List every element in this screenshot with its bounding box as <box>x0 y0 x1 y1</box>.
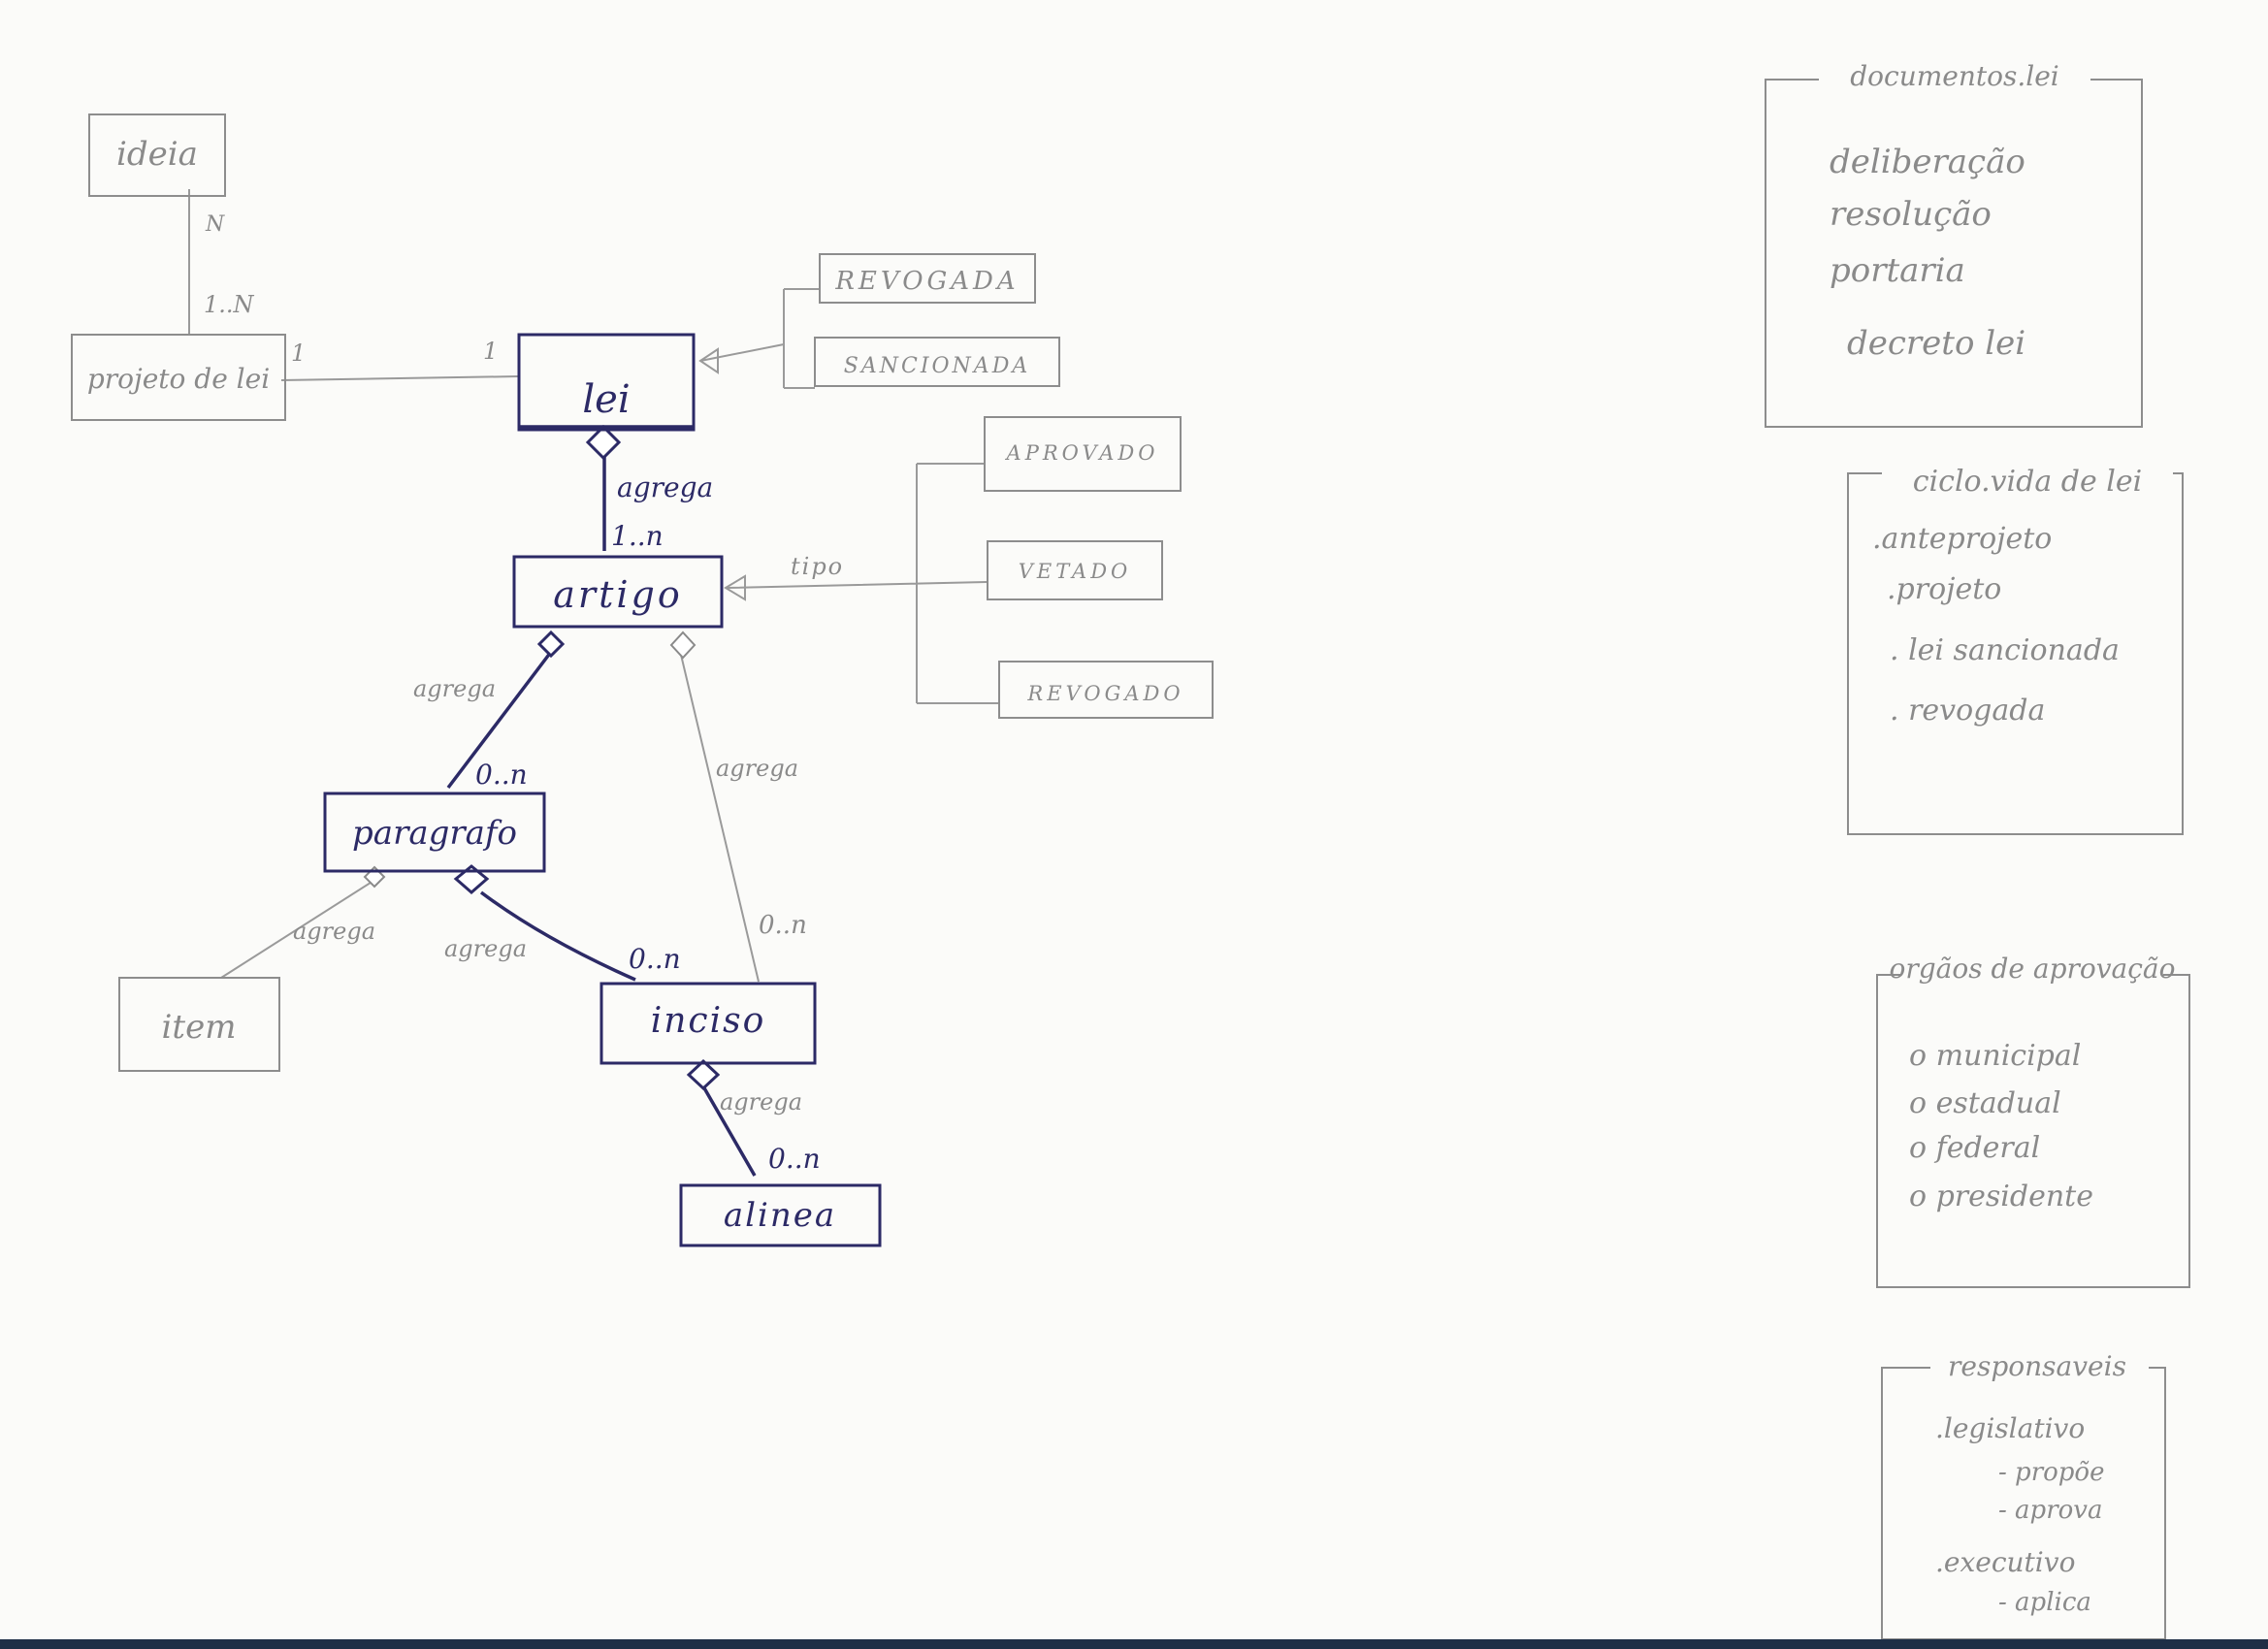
artigo-paragrafo-diamond <box>536 630 566 659</box>
note-responsaveis-item-3: - aprova <box>1998 1496 2102 1525</box>
note-documentos-lei-title-bg <box>1819 58 2090 97</box>
note-orgaos-title: orgãos de aprovação <box>1890 953 2176 985</box>
edge-ideia-projeto-n: N <box>205 212 225 237</box>
artigo-paragrafo-line <box>446 650 553 790</box>
edge-lei-projeto-1: 1 <box>483 338 498 365</box>
note-orgaos-title-bg <box>1901 946 2163 1016</box>
edge-paragrafo-inciso-mult: 0..n <box>629 943 681 975</box>
class-projeto-de-lei-box <box>71 334 286 421</box>
class-paragrafo-label: paragrafo <box>352 814 517 853</box>
note-documentos-lei: documentos.lei deliberação resolução por… <box>1765 58 2143 428</box>
class-artigo-box <box>512 555 724 629</box>
edge-paragrafo-item-agrega: agrega <box>293 918 375 945</box>
inciso-alinea-diamond <box>686 1058 721 1091</box>
class-item-box <box>118 977 280 1072</box>
note-orgaos-item-3: o federal <box>1909 1131 2040 1165</box>
note-responsaveis: responsaveis .legislativo - propõe - apr… <box>1881 1343 2166 1640</box>
note-ciclo-vida-item-2: .projeto <box>1887 572 2001 606</box>
note-ciclo-vida-item-1: .anteprojeto <box>1872 522 2052 556</box>
note-documentos-lei-item-4: decreto lei <box>1847 324 2025 363</box>
note-ciclo-vida-title: ciclo.vida de lei <box>1913 465 2142 499</box>
projeto-lei-line <box>280 375 520 381</box>
note-orgaos-aprovacao: orgãos de aprovação o municipal o estadu… <box>1876 946 2190 1288</box>
class-ideia-box <box>88 113 226 197</box>
note-responsaveis-title-bg <box>1930 1343 2149 1384</box>
edge-lei-artigo-agrega: agrega <box>617 471 713 503</box>
edge-inciso-alinea-agrega: agrega <box>720 1088 802 1116</box>
edge-artigo-paragrafo-mult: 0..n <box>475 759 528 791</box>
lei-artigo-diamond <box>585 424 622 461</box>
class-revogado-label: REVOGADO <box>1026 682 1183 705</box>
edge-lei-artigo-mult: 1..n <box>611 520 664 552</box>
artigo-inciso-line <box>680 654 760 983</box>
class-revogado-box <box>998 661 1214 719</box>
inciso-alinea-line <box>701 1085 757 1177</box>
note-responsaveis-title: responsaveis <box>1948 1350 2126 1382</box>
class-aprovado-box <box>984 416 1182 492</box>
edge-artigo-inciso-mult: 0..n <box>759 911 807 940</box>
class-vetado-box <box>987 540 1163 600</box>
edge-inciso-alinea-mult: 0..n <box>768 1143 821 1175</box>
class-paragrafo-box <box>323 792 546 873</box>
class-item-label: item <box>162 1008 237 1047</box>
edge-paragrafo-inciso-agrega: agrega <box>444 935 527 962</box>
class-alinea-box <box>679 1183 882 1247</box>
scan-bottom-edge <box>0 1639 2268 1649</box>
note-responsaveis-item-5: - aplica <box>1998 1588 2091 1617</box>
class-revogada-label: REVOGADA <box>834 267 1019 296</box>
class-aprovado-label: APROVADO <box>1005 441 1159 465</box>
artigo-inciso-diamond <box>669 630 697 660</box>
note-ciclo-vida-item-3: . lei sancionada <box>1890 633 2120 667</box>
edge-projeto-lei-1: 1 <box>291 340 306 367</box>
artigo-tipo-connector <box>727 463 999 704</box>
class-ideia-label: ideia <box>116 135 198 174</box>
class-lei-box <box>517 333 696 432</box>
class-inciso-box <box>599 982 817 1065</box>
class-vetado-label: VETADO <box>1019 560 1132 583</box>
class-projeto-de-lei-label: projeto de lei <box>87 363 270 395</box>
paragrafo-inciso-diamond <box>453 864 490 894</box>
paragrafo-item-line <box>220 880 374 979</box>
lei-generalization-arrow <box>698 347 719 374</box>
artigo-generalization-arrow <box>724 574 746 601</box>
edge-artigo-tipo: tipo <box>791 553 844 580</box>
note-orgaos-item-2: o estadual <box>1909 1086 2061 1120</box>
note-orgaos-item-4: o presidente <box>1909 1180 2093 1213</box>
note-responsaveis-item-1: .legislativo <box>1935 1412 2085 1444</box>
edge-artigo-paragrafo-agrega: agrega <box>413 675 496 702</box>
class-lei-label: lei <box>582 377 630 422</box>
edge-artigo-inciso-agrega: agrega <box>716 755 798 782</box>
note-documentos-lei-item-2: resolução <box>1830 195 1992 234</box>
note-ciclo-vida: ciclo.vida de lei .anteprojeto .projeto … <box>1847 448 2184 835</box>
paragrafo-inciso-line <box>479 890 636 982</box>
note-ciclo-vida-title-bg <box>1882 448 2173 491</box>
note-documentos-lei-item-3: portaria <box>1830 251 1965 290</box>
class-revogada-box <box>819 253 1036 304</box>
class-inciso-label: inciso <box>651 1001 766 1041</box>
class-sancionada-box <box>814 337 1060 387</box>
lei-status-connector <box>699 288 820 389</box>
note-responsaveis-item-2: - propõe <box>1998 1458 2104 1487</box>
class-sancionada-label: SANCIONADA <box>844 354 1030 378</box>
class-artigo-label: artigo <box>553 573 682 616</box>
note-documentos-lei-item-1: deliberação <box>1830 143 2025 181</box>
edge-ideia-projeto-1n: 1..N <box>204 291 255 318</box>
note-orgaos-item-1: o municipal <box>1909 1039 2081 1073</box>
note-responsaveis-item-4: .executivo <box>1935 1546 2075 1578</box>
class-alinea-label: alinea <box>724 1196 836 1235</box>
note-ciclo-vida-item-4: . revogada <box>1890 694 2045 728</box>
note-documentos-lei-title: documentos.lei <box>1850 60 2059 92</box>
